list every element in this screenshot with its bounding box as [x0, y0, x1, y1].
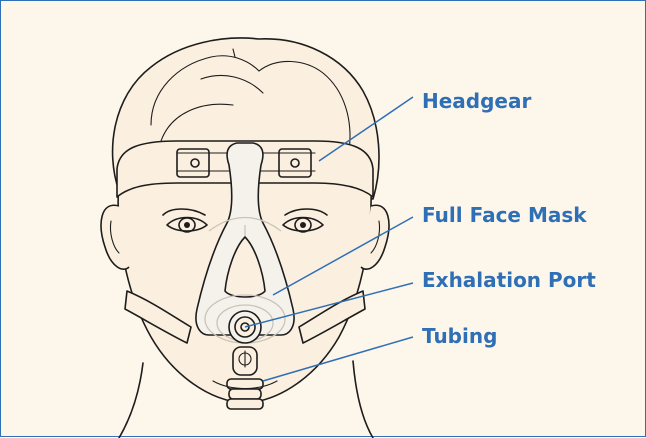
label-exhalation-port: Exhalation Port [422, 268, 596, 292]
label-tubing: Tubing [422, 324, 497, 348]
label-headgear: Headgear [422, 89, 531, 113]
label-full-face-mask: Full Face Mask [422, 203, 587, 227]
